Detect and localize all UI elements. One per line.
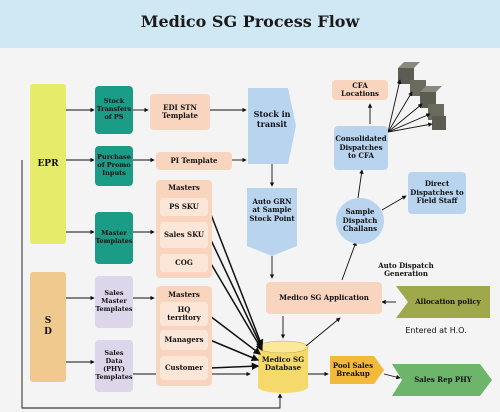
master-templates-label: Master Templates [95,229,133,245]
sales-master-templates-label: Sales Master Templates [95,289,133,313]
purchase-promo-box: Purchase of Promo Inputs [95,146,133,186]
masters-top-label: Masters [168,183,200,192]
block-arrow-allocation [396,286,490,318]
block-arrow-sales-rep [392,364,492,396]
direct-dispatches-box: Direct Dispatches to Field Staff [408,172,466,214]
edge-loop-epr [21,160,283,409]
diagram-title: Medico SG Process Flow [140,12,360,31]
sales-sku-box: Sales SKU [160,222,208,248]
medico-db-label: Medico SG Database [261,355,305,373]
cfa-locations-box: CFA Locations [332,80,388,100]
sales-data-templates-box: Sales Data (PHY) Templates [95,340,133,392]
sd-bar: S D [30,272,66,382]
medico-app-box: Medico SG Application [266,282,382,314]
title-bar: Medico SG Process Flow [0,0,500,48]
customer-box: Customer [160,356,208,380]
pi-template-label: PI Template [170,155,218,165]
pi-template-box: PI Template [156,152,232,170]
sales-sku-label: Sales SKU [163,229,205,239]
master-templates-box: Master Templates [95,212,133,264]
edge-challans-to-consolidated [357,169,364,199]
consolidated-dispatches-box: Consolidated Dispatches to CFA [334,126,388,170]
edge-db-to-app [305,317,341,347]
stock-in-transit-label: Stock in transit [253,109,291,129]
allocation-policy-label: Allocation policy [415,297,481,306]
cog-box: COG [160,254,208,272]
managers-label: Managers [164,334,204,344]
consolidated-dispatches-label: Consolidated Dispatches to CFA [335,134,387,161]
masters-bottom-label: Masters [168,290,200,299]
sales-data-templates-label: Sales Data (PHY) Templates [95,349,133,381]
hq-territory-label: HQ territory [167,304,201,322]
ps-sku-box: PS SKU [160,198,208,216]
edge-cog-to-db [209,261,263,352]
edge-salessku-to-db [209,237,263,350]
cog-label: COG [175,257,193,267]
edge-app-to-challans [341,241,357,281]
medico-app-label: Medico SG Application [279,292,369,302]
customer-label: Customer [164,362,204,372]
hq-territory-box: HQ territory [160,302,208,326]
block-arrow-pool-sales [330,356,384,384]
sales-master-templates-box: Sales Master Templates [95,276,133,328]
edge-managers-to-db [209,339,260,362]
edge-challans-to-direct [381,195,407,211]
edge-pool-to-rep [383,373,401,380]
edge-pssku-to-db [209,211,264,348]
edge-cfa-fan-4 [387,113,431,133]
edge-hq-to-db [209,315,261,355]
epr-bar: EPR [30,84,66,244]
purchase-promo-label: Purchase of Promo Inputs [97,153,131,177]
pool-sales-breakup-label: Pool Sales Breakup [332,361,374,379]
edge-cfa-fan-3 [387,103,423,133]
edge-cfa-fan-1 [387,79,402,133]
block-arrow-auto-grn [247,188,297,256]
sample-dispatch-challans-box: Sample Dispatch Challans [336,198,384,244]
edi-stn-label: EDI STN Template [161,102,199,120]
edge-cfa-fan-5 [387,122,433,133]
cfa-locations-label: CFA Locations [341,80,379,98]
direct-dispatches-label: Direct Dispatches to Field Staff [410,179,464,206]
edi-stn-box: EDI STN Template [150,94,210,130]
auto-dispatch-generation-label: Auto Dispatch Generation [378,261,434,279]
epr-label: EPR [37,158,59,169]
auto-grn-label: Auto GRN at Sample Stock Point [249,197,295,223]
sales-rep-phy-label: Sales Rep PHY [414,375,472,384]
edge-customer-to-db [209,362,260,371]
database-cylinder [257,340,309,393]
ps-sku-label: PS SKU [169,201,199,211]
sample-dispatch-challans-label: Sample Dispatch Challans [342,207,378,234]
stock-transfers-label: Stock Transfers of PS [96,97,132,121]
block-arrow-stock-in-transit [248,88,296,164]
managers-box: Managers [160,330,208,350]
stock-transfers-box: Stock Transfers of PS [95,86,133,134]
edge-cfa-fan-2 [387,91,413,133]
cfa-warehouse-icon [398,62,446,130]
sd-label: S D [44,316,52,337]
entered-at-ho-label: Entered at H.O. [405,326,467,335]
